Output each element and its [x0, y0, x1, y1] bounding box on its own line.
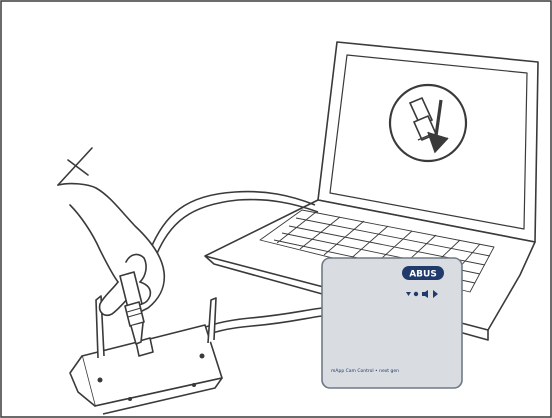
power-icon	[414, 292, 418, 296]
device-caption: mApp Cam Control • next gen	[331, 368, 399, 374]
router-led-2	[200, 354, 205, 359]
router-led-1	[98, 378, 103, 383]
router-led-4	[192, 383, 196, 387]
device-brand: ABUS	[409, 270, 437, 280]
router-led-3	[128, 397, 132, 401]
ethernet-plug-arrow-icon	[390, 85, 466, 161]
abus-device: ABUS mApp Cam Control • next gen	[322, 258, 462, 388]
